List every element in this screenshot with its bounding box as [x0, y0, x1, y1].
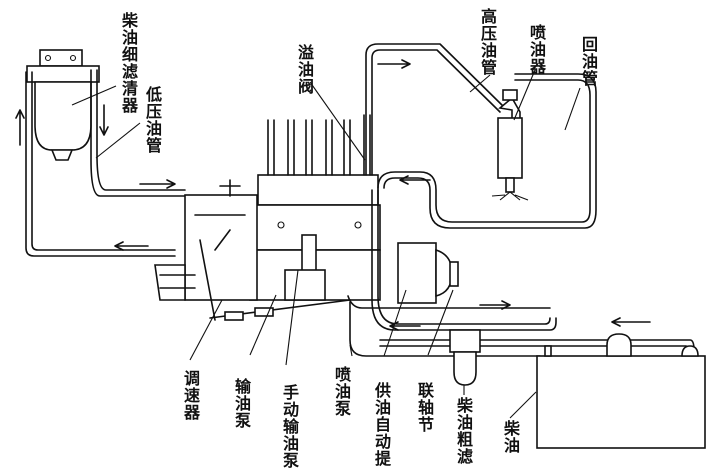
fine-filter [26, 49, 100, 161]
label-low-pressure-pipe: 低压油管 [143, 86, 162, 154]
label-coarse-filter: 柴油粗滤 [454, 397, 473, 465]
label-transfer-pump: 输油泵 [232, 378, 251, 429]
flow-arrows [15, 59, 651, 331]
injection-pump [154, 114, 381, 321]
label-auto-advance: 供油自动提 [372, 382, 391, 467]
label-governor: 调速器 [181, 370, 200, 421]
fuel-tank [536, 333, 706, 449]
leader-lines [71, 69, 581, 419]
label-high-pressure-pipe: 高压油管 [478, 8, 497, 76]
label-fuel-tank: 柴油 [501, 420, 520, 454]
label-coupling: 联轴节 [415, 382, 434, 433]
label-overflow-valve: 溢油阀 [295, 44, 314, 95]
injector [491, 89, 529, 201]
label-fine-filter: 柴油细滤清器 [119, 12, 138, 114]
fuel-system-diagram [15, 43, 706, 449]
label-return-pipe: 回油管 [579, 36, 598, 87]
label-injector: 喷油器 [527, 24, 546, 75]
low-pressure-pipes [25, 69, 186, 257]
label-injection-pump: 喷油泵 [332, 366, 351, 417]
coarse-filter [449, 329, 481, 386]
label-hand-pump: 手动输油泵 [280, 384, 299, 469]
auto-advance-unit [397, 242, 459, 304]
